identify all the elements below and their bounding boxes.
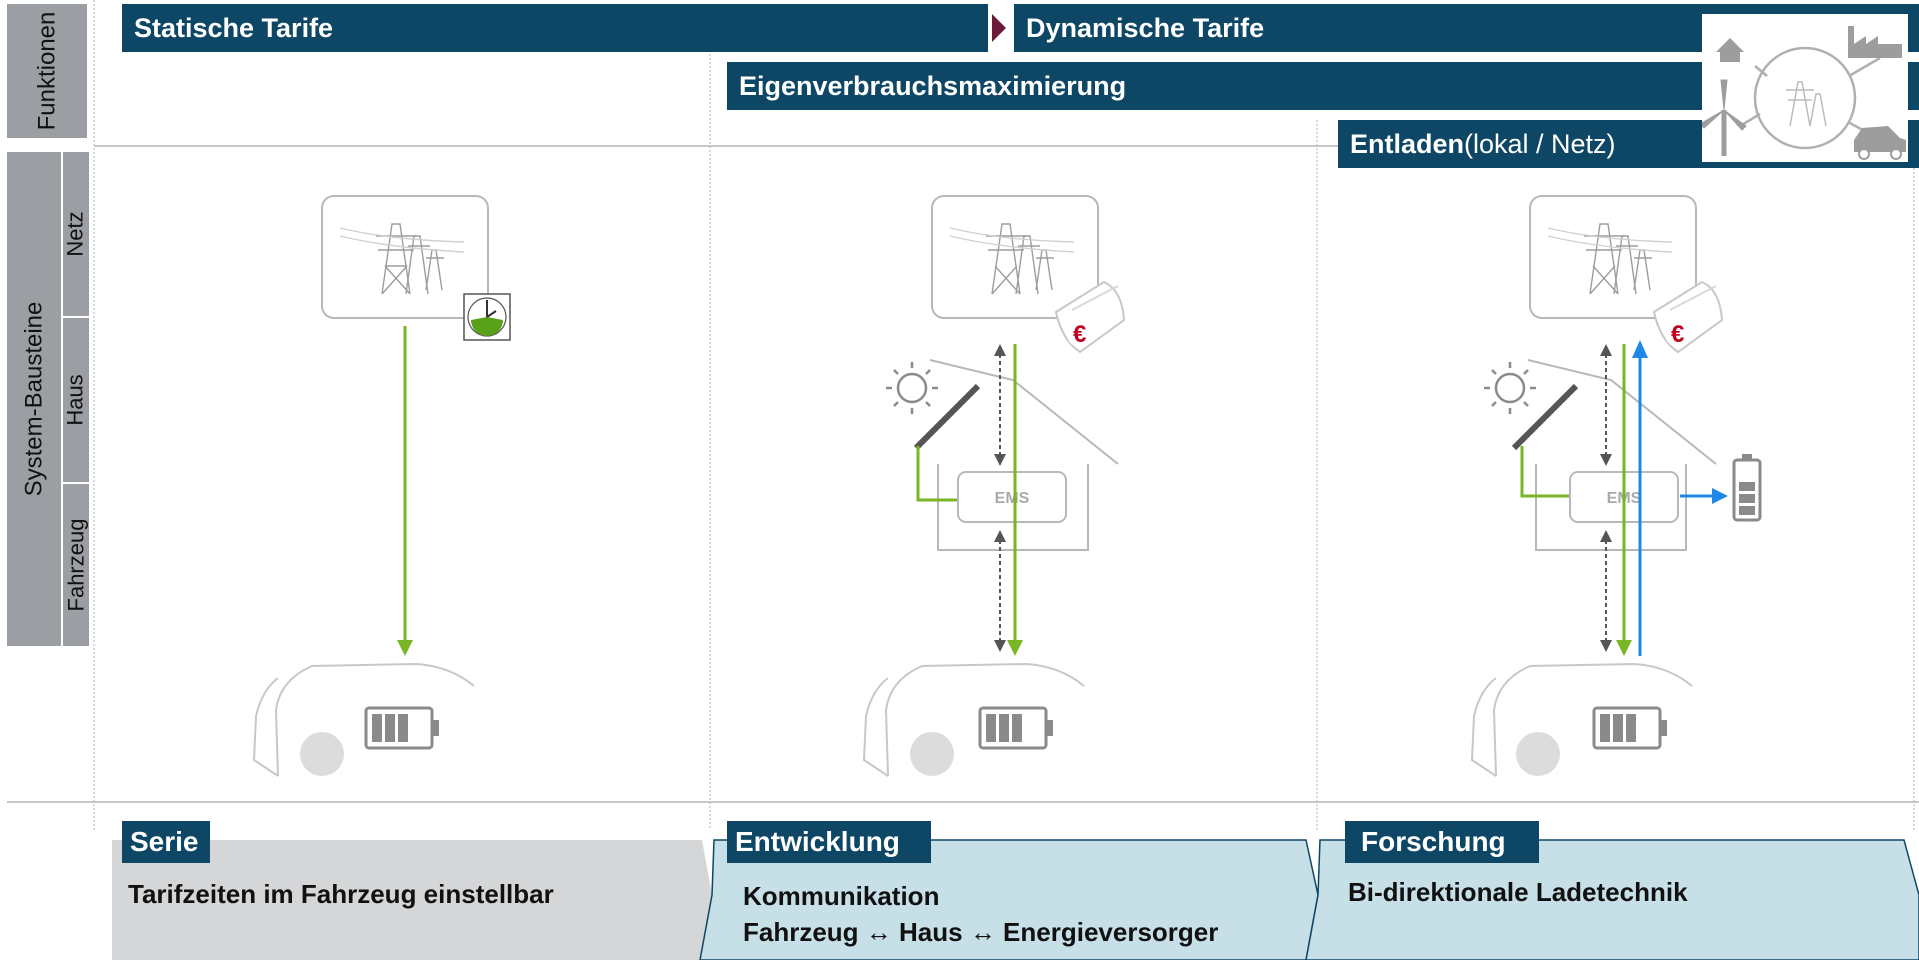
battery-icon bbox=[1732, 454, 1762, 522]
stage-text-serie: Tarifzeiten im Fahrzeug einstellbar bbox=[128, 879, 554, 909]
factory-icon bbox=[1848, 26, 1902, 58]
euro-banknote-icon: € bbox=[1054, 280, 1126, 354]
solar-panel-icon bbox=[1511, 383, 1579, 451]
house-icon bbox=[1716, 38, 1744, 62]
power-pylon-icon bbox=[949, 223, 1075, 295]
power-pylon-icon bbox=[339, 223, 465, 295]
row-label-netz: Netz bbox=[63, 152, 89, 316]
car-icon bbox=[1470, 662, 1693, 777]
battery-icon bbox=[978, 706, 1053, 750]
row-label-fahrzeug: Fahrzeug bbox=[63, 484, 89, 646]
sun-icon bbox=[1484, 362, 1536, 414]
house-icon bbox=[1527, 359, 1717, 551]
battery-icon bbox=[1592, 706, 1667, 750]
euro-banknote-icon: € bbox=[1652, 280, 1724, 354]
ems-box bbox=[957, 471, 1067, 523]
row-label-funktionen: Funktionen bbox=[7, 4, 87, 138]
wind-turbine-icon bbox=[1702, 79, 1747, 156]
stage-tag-serie: Serie bbox=[122, 821, 210, 863]
column-serie-diagram bbox=[252, 195, 511, 777]
battery-icon bbox=[364, 706, 439, 750]
svg-text:EMS: EMS bbox=[995, 490, 1030, 507]
sun-icon bbox=[886, 362, 938, 414]
car-icon bbox=[1854, 126, 1906, 152]
car-icon bbox=[252, 662, 475, 777]
car-icon bbox=[862, 662, 1085, 777]
chevron-right-icon bbox=[992, 14, 1006, 42]
energy-network-icon bbox=[1702, 14, 1908, 162]
column-entwicklung-diagram: € EMS bbox=[862, 195, 1126, 777]
stage-text-forschung: Bi-direktionale Ladetechnik bbox=[1348, 877, 1688, 907]
stage-tag-forschung: Forschung bbox=[1345, 821, 1539, 863]
clock-icon bbox=[463, 293, 511, 341]
row-label-haus: Haus bbox=[63, 318, 89, 482]
solar-panel-icon bbox=[913, 383, 981, 451]
stage-text-entwicklung: Kommunikation Fahrzeug ↔ Haus ↔ Energiev… bbox=[743, 881, 1219, 947]
bar-statische-tarife: Statische Tarife bbox=[122, 4, 988, 52]
power-pylon-icon bbox=[1547, 223, 1673, 295]
stage-tag-entwicklung: Entwicklung bbox=[727, 821, 931, 863]
row-label-system-bausteine: System-Bausteine bbox=[7, 152, 61, 646]
svg-text:€: € bbox=[1671, 321, 1684, 348]
svg-text:€: € bbox=[1073, 321, 1086, 348]
house-icon bbox=[929, 359, 1119, 551]
stage-banners bbox=[112, 839, 1919, 960]
column-forschung-diagram: € EMS bbox=[1470, 195, 1762, 777]
